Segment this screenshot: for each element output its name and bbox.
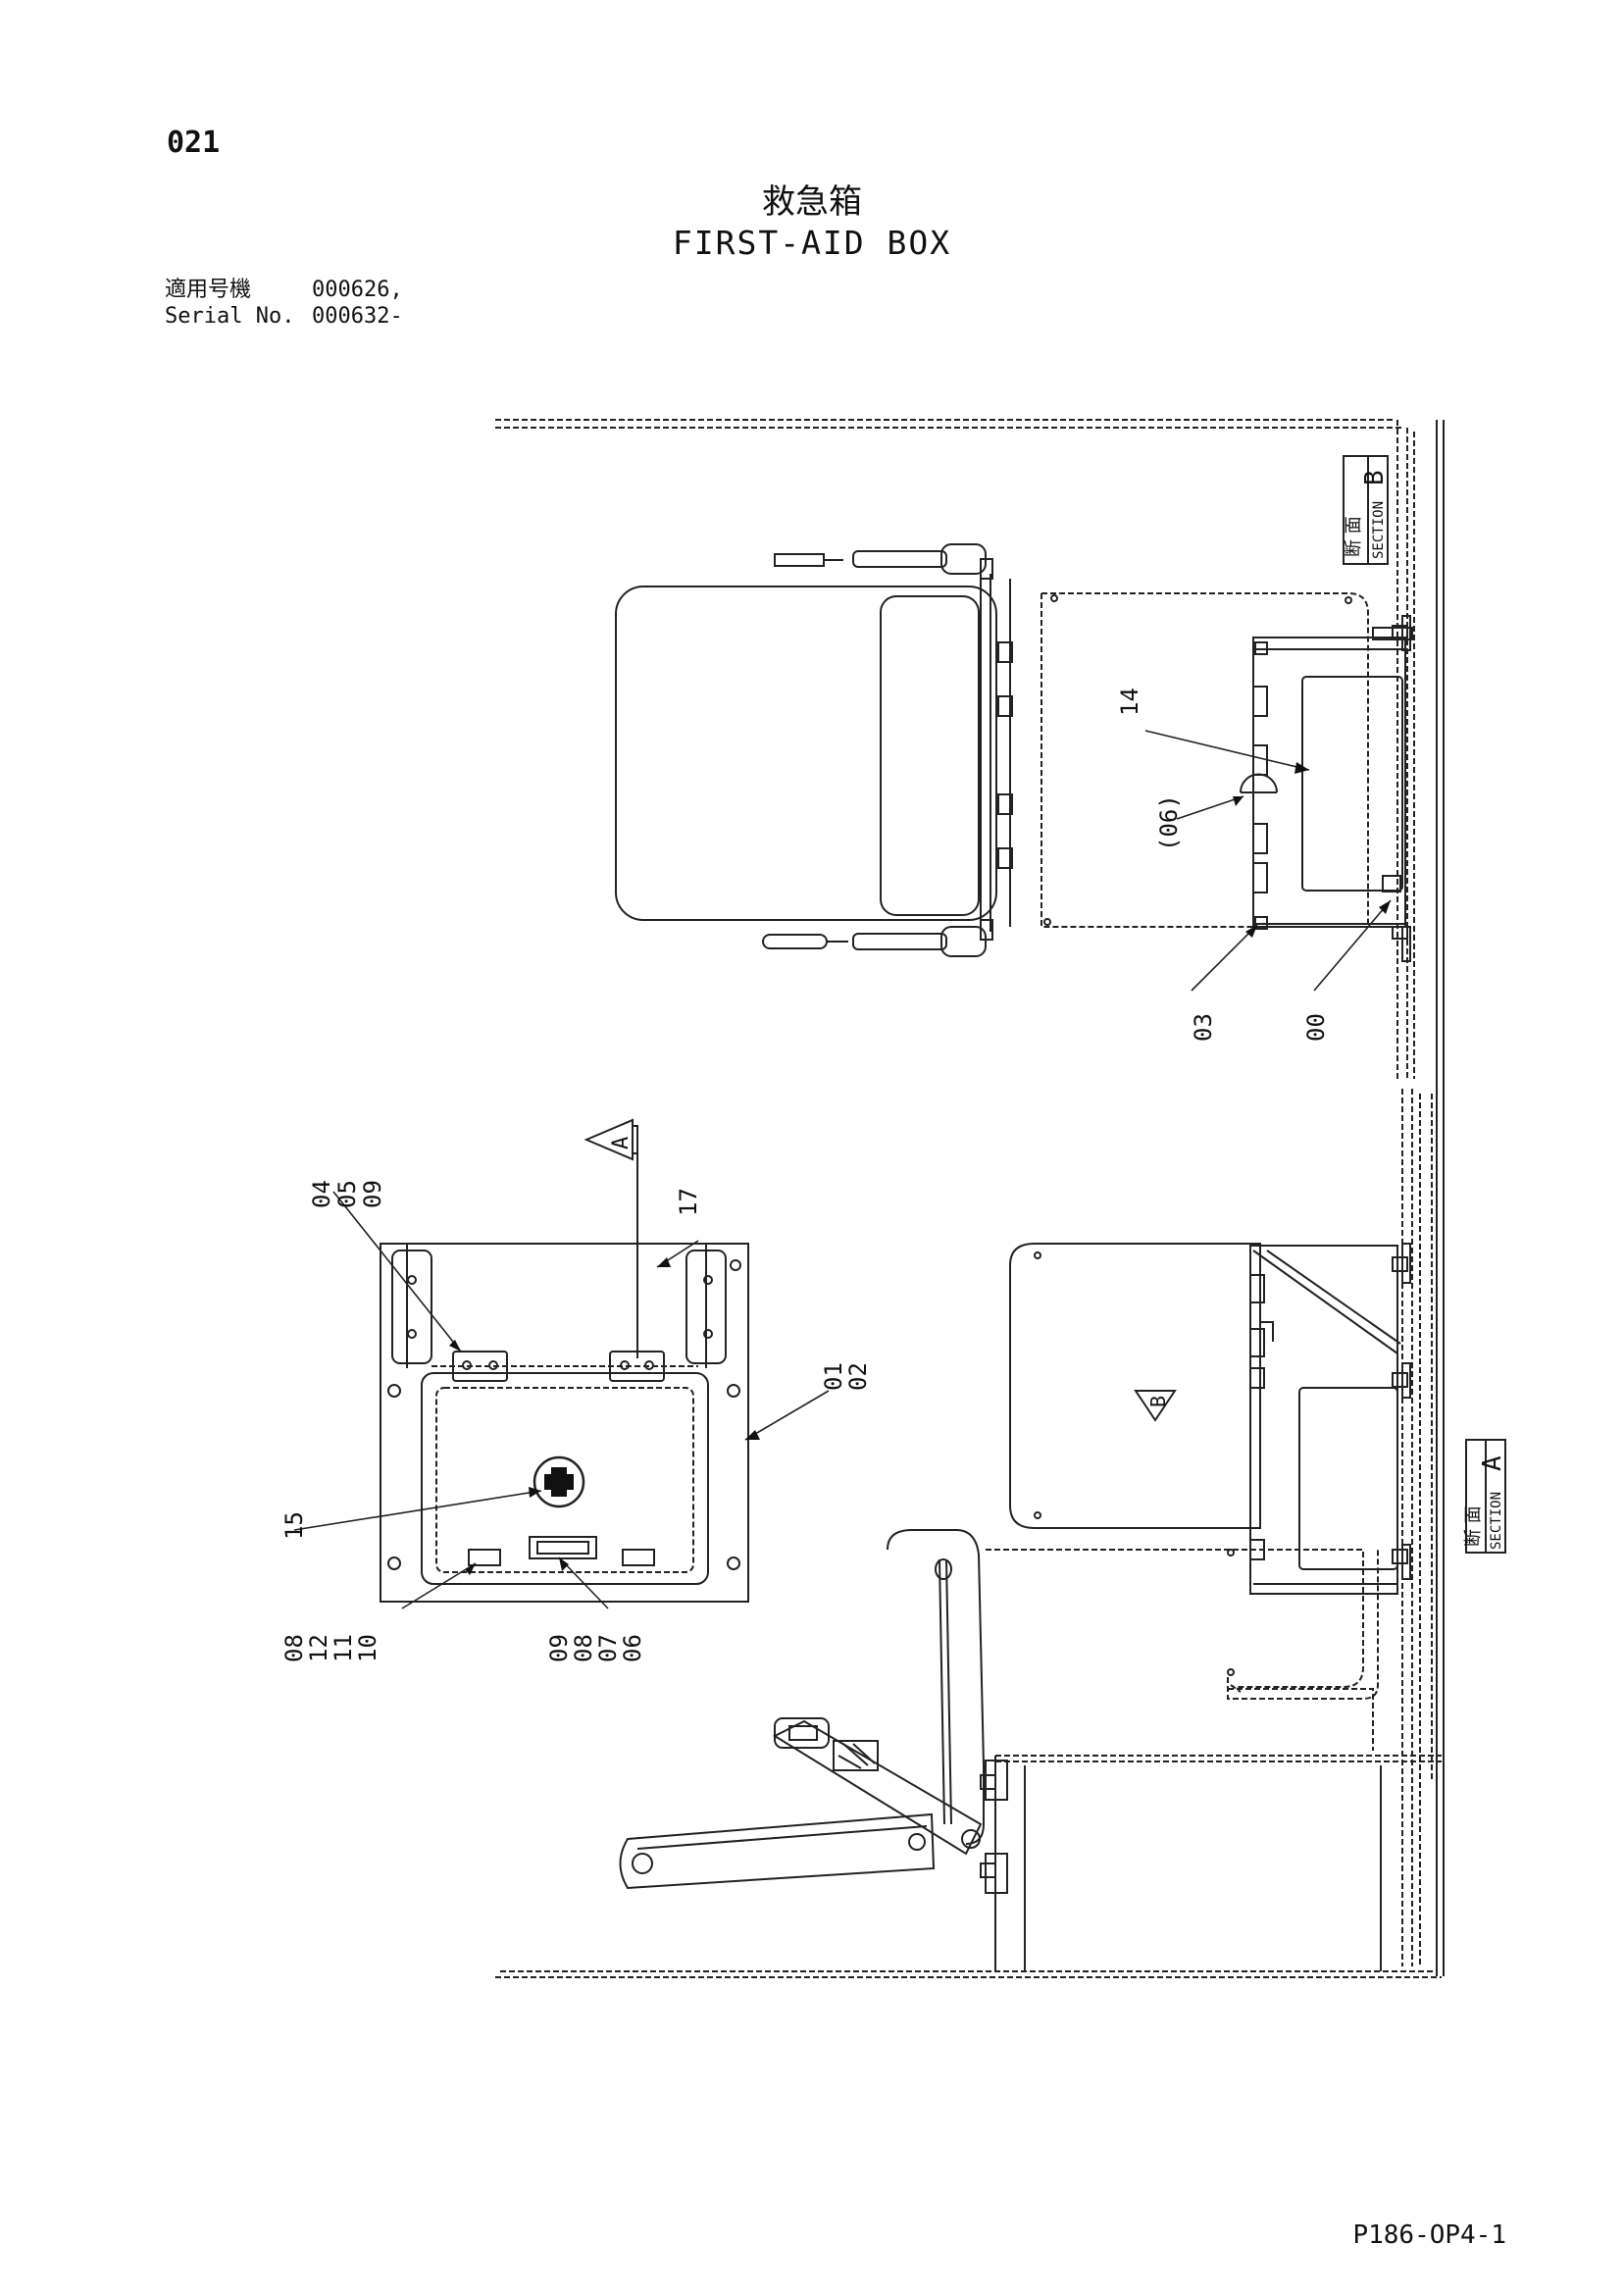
callout-09-top: 09 [359, 1180, 386, 1208]
serial-row-en: Serial No. 000632- [165, 303, 403, 330]
callout-17: 17 [675, 1188, 702, 1216]
section-a-letter: A [1478, 1455, 1507, 1471]
view-a-marker [584, 1118, 638, 1358]
section-a-label: 断 面 SECTION A [1463, 1455, 1507, 1550]
section-b-label-box [1343, 455, 1389, 565]
callout-08-right: 08 [570, 1634, 597, 1662]
callout-04: 04 [308, 1180, 335, 1208]
callout-14: 14 [1116, 688, 1143, 716]
section-a-label-box [1465, 1439, 1506, 1554]
callout-10: 10 [354, 1634, 381, 1662]
section-b-label-en: SECTION [1371, 501, 1387, 559]
serial-value-1: 000626, [312, 278, 403, 302]
callout-06-paren: (06) [1155, 794, 1183, 851]
page-title-english: FIRST-AID BOX [672, 224, 952, 262]
box-bracket-dashed-a [1227, 1550, 1379, 1700]
callout-08-left: 08 [280, 1634, 308, 1662]
callout-02: 02 [844, 1362, 872, 1391]
section-b-label: 断 面 SECTION B [1344, 470, 1390, 559]
seat-lever-top [774, 543, 987, 575]
section-a-label-en: SECTION [1489, 1492, 1504, 1550]
mounting-plate-section-a [1009, 1243, 1261, 1529]
first-aid-box-side-a [1249, 1243, 1411, 1595]
page-title-japanese: 救急箱 [762, 182, 862, 222]
section-b-letter: B [1360, 470, 1390, 485]
view-a-letter: A [609, 1137, 634, 1149]
section-a-label-jp: 断 面 [1463, 1505, 1484, 1547]
leader-lines-front-view [293, 1191, 830, 1609]
callout-05: 05 [333, 1180, 361, 1208]
leader-arrowheads-b [1233, 762, 1391, 938]
callout-01: 01 [820, 1362, 847, 1391]
seat-lever-bottom [762, 926, 987, 957]
leader-lines-section-b [1144, 730, 1392, 992]
callout-03: 03 [1190, 1013, 1217, 1042]
callout-07: 07 [594, 1634, 622, 1662]
mounting-plate-section-b [1040, 592, 1369, 928]
serial-value-2: 000632- [312, 304, 403, 329]
callout-15: 15 [280, 1511, 308, 1540]
callout-11: 11 [330, 1634, 357, 1662]
view-b-letter: B [1146, 1396, 1170, 1407]
red-cross-icon [544, 1467, 574, 1497]
callout-00: 00 [1302, 1013, 1330, 1042]
page-number: 021 [167, 126, 221, 160]
section-b-label-jp: 断 面 [1344, 516, 1364, 557]
callout-labels: 14 (06) 03 00 04 05 09 17 01 02 15 08 12… [280, 688, 1330, 1662]
callout-06: 06 [619, 1634, 646, 1662]
seat-lever-section-a [772, 1717, 983, 1856]
leader-arrowheads-front [449, 1257, 760, 1575]
first-aid-box-front-view [380, 1243, 749, 1603]
seat-outline-section-b [615, 558, 1013, 941]
floor-dashed-section-a [986, 1549, 1442, 1762]
serial-row-jp: 適用号機 000626, [165, 277, 403, 303]
first-aid-box-side-b [1240, 615, 1413, 962]
serial-label-jp: 適用号機 [165, 278, 252, 302]
cab-lower-wall [980, 1756, 1382, 1971]
drawing-code: P186-OP4-1 [1352, 2220, 1506, 2250]
cab-outline [495, 419, 1442, 1978]
callout-09-bottom: 09 [545, 1634, 573, 1662]
callout-12: 12 [305, 1634, 332, 1662]
view-b-marker [1134, 1390, 1177, 1422]
serial-label-en: Serial No. [165, 304, 295, 329]
serial-number-block: 適用号機 000626, Serial No. 000632- [165, 277, 403, 330]
